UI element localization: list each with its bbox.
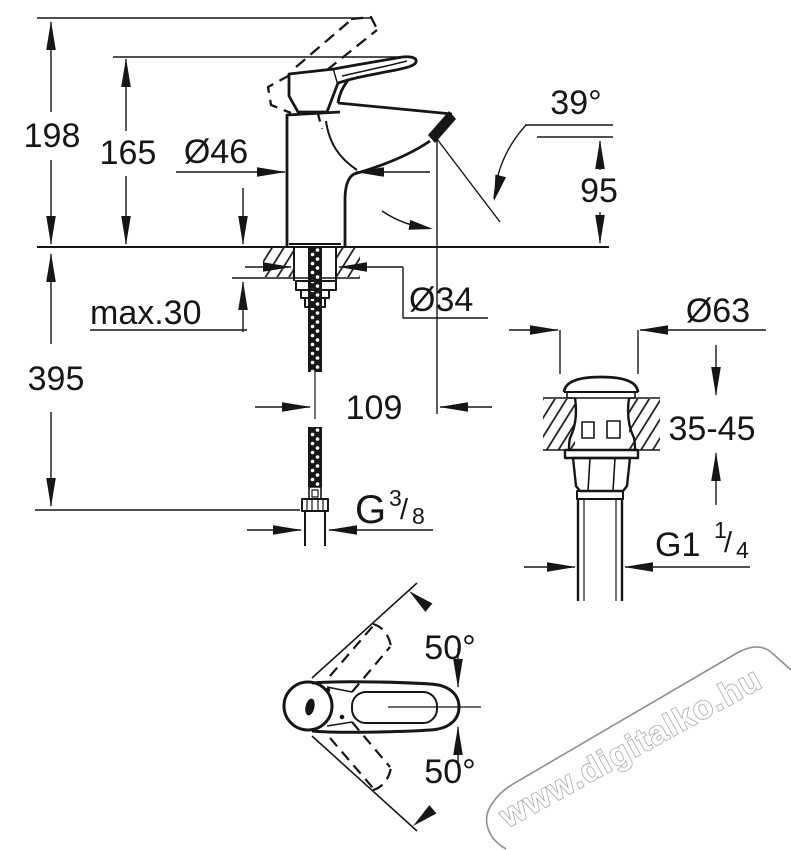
dim-39deg bbox=[381, 124, 613, 230]
dim-95-lines bbox=[537, 136, 613, 244]
dimension-annotations: 198 165 Ø46 max.30 395 Ø34 bbox=[24, 17, 618, 535]
dim-395-lines bbox=[35, 253, 300, 511]
dim-395-label: 395 bbox=[28, 360, 85, 398]
outlet-angle-line bbox=[436, 138, 501, 223]
drain-locknut bbox=[571, 456, 632, 493]
dim-50deg-lower-label: 50° bbox=[424, 753, 475, 791]
watermark: www.digitalko.hu bbox=[485, 646, 791, 850]
mounting-counter-section bbox=[37, 246, 609, 281]
dim-34-lines bbox=[245, 262, 488, 319]
handle-knob-circle bbox=[282, 680, 334, 732]
dim-198-label: 198 bbox=[24, 117, 81, 155]
dim-50deg-upper-label: 50° bbox=[424, 629, 475, 667]
dim-50deg-lower bbox=[311, 726, 463, 832]
dim-max30-lines bbox=[90, 188, 248, 332]
handle-top-view: 50° 50° bbox=[282, 582, 481, 832]
hose-end-tube bbox=[304, 511, 326, 546]
dim-95-label: 95 bbox=[580, 172, 618, 210]
faucet-lever-solid bbox=[287, 55, 418, 114]
watermark-text: www.digitalko.hu bbox=[492, 659, 768, 834]
dim-39deg-label: 39° bbox=[550, 84, 601, 122]
hose-connector-nut bbox=[301, 498, 329, 512]
dim-3545-label: 35-45 bbox=[669, 410, 756, 448]
dim-63-lines bbox=[509, 325, 766, 374]
mounting-nut bbox=[295, 280, 337, 308]
overflow-window-left bbox=[581, 421, 595, 439]
faucet-body-outline bbox=[285, 79, 456, 247]
handle-dashed-upper bbox=[329, 622, 393, 693]
dim-109-label: 109 bbox=[346, 389, 403, 427]
dim-g114-label: G1 1 / 4 bbox=[655, 517, 749, 564]
counter-hatch-left bbox=[263, 248, 293, 277]
drain-cap bbox=[562, 375, 640, 399]
dim-46-label: Ø46 bbox=[184, 133, 248, 171]
handle-pin-dot-bottom bbox=[339, 714, 345, 720]
drain-body bbox=[563, 397, 640, 601]
dim-50deg-upper bbox=[311, 582, 463, 688]
overflow-window-right bbox=[606, 420, 621, 439]
dim-g38-label: G 3 / 8 bbox=[355, 485, 425, 532]
hose-braid-upper bbox=[308, 248, 322, 372]
spout-outlet-face bbox=[428, 111, 456, 143]
faucet-side-view bbox=[37, 15, 609, 546]
drain-detail: Ø63 35-45 G1 1 / 4 bbox=[509, 292, 766, 601]
handle-dashed-lower bbox=[329, 721, 393, 792]
counter-hatch-right bbox=[337, 248, 360, 277]
handle-cartridge-slot bbox=[305, 698, 315, 716]
watermark-border bbox=[485, 646, 791, 850]
dim-165-label: 165 bbox=[100, 134, 157, 172]
dim-63-label: Ø63 bbox=[686, 292, 750, 330]
handle-pin-dot-top bbox=[325, 687, 331, 693]
dim-max30-label: max.30 bbox=[90, 294, 202, 332]
dim-34-label: Ø34 bbox=[409, 281, 473, 319]
hose-braid-lower bbox=[308, 427, 322, 487]
supply-hose bbox=[295, 248, 337, 546]
